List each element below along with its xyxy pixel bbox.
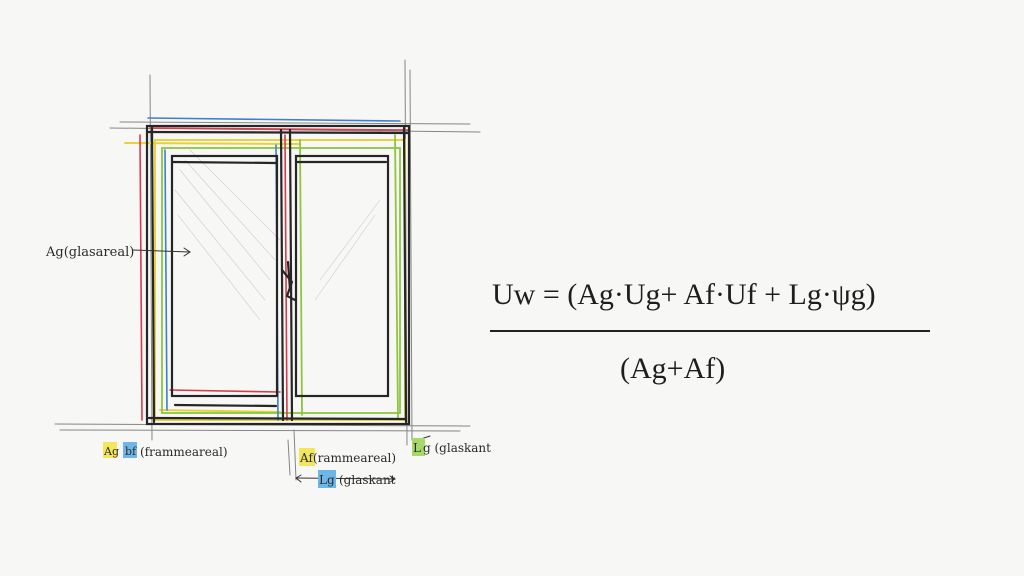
lg-right-highlight (412, 438, 425, 456)
label-bf-bottom: bf (125, 445, 137, 458)
label-frame-area-left: (frammeareal) (140, 445, 228, 459)
label-lg-mid: Lg (319, 473, 335, 487)
label-glass-edge-mid: (glaskant (339, 473, 396, 487)
label-glass-edge-right: g (glaskant (423, 441, 491, 455)
formula-numerator: Uw = (Ag·Ug+ Af·Uf + Lg·ψg) (492, 278, 876, 311)
ag-highlight (103, 442, 117, 458)
glass-hatching (174, 149, 381, 321)
label-lg-right: L (413, 441, 421, 455)
formula-denominator: (Ag+Af) (620, 352, 725, 385)
construction-lines (54, 59, 481, 481)
label-frame-area-mid: Af(rammeareal) (299, 451, 396, 465)
label-ag-bottom: Ag (103, 445, 119, 458)
annotation-arrows (132, 247, 431, 483)
window-sketch (54, 59, 481, 488)
af-highlight (299, 448, 315, 466)
label-glass-area: Ag(glasareal) (45, 245, 134, 260)
lg-mid-highlight (318, 470, 336, 488)
red-frame (139, 127, 411, 421)
window-outline (145, 124, 411, 426)
bf-highlight (123, 442, 137, 458)
